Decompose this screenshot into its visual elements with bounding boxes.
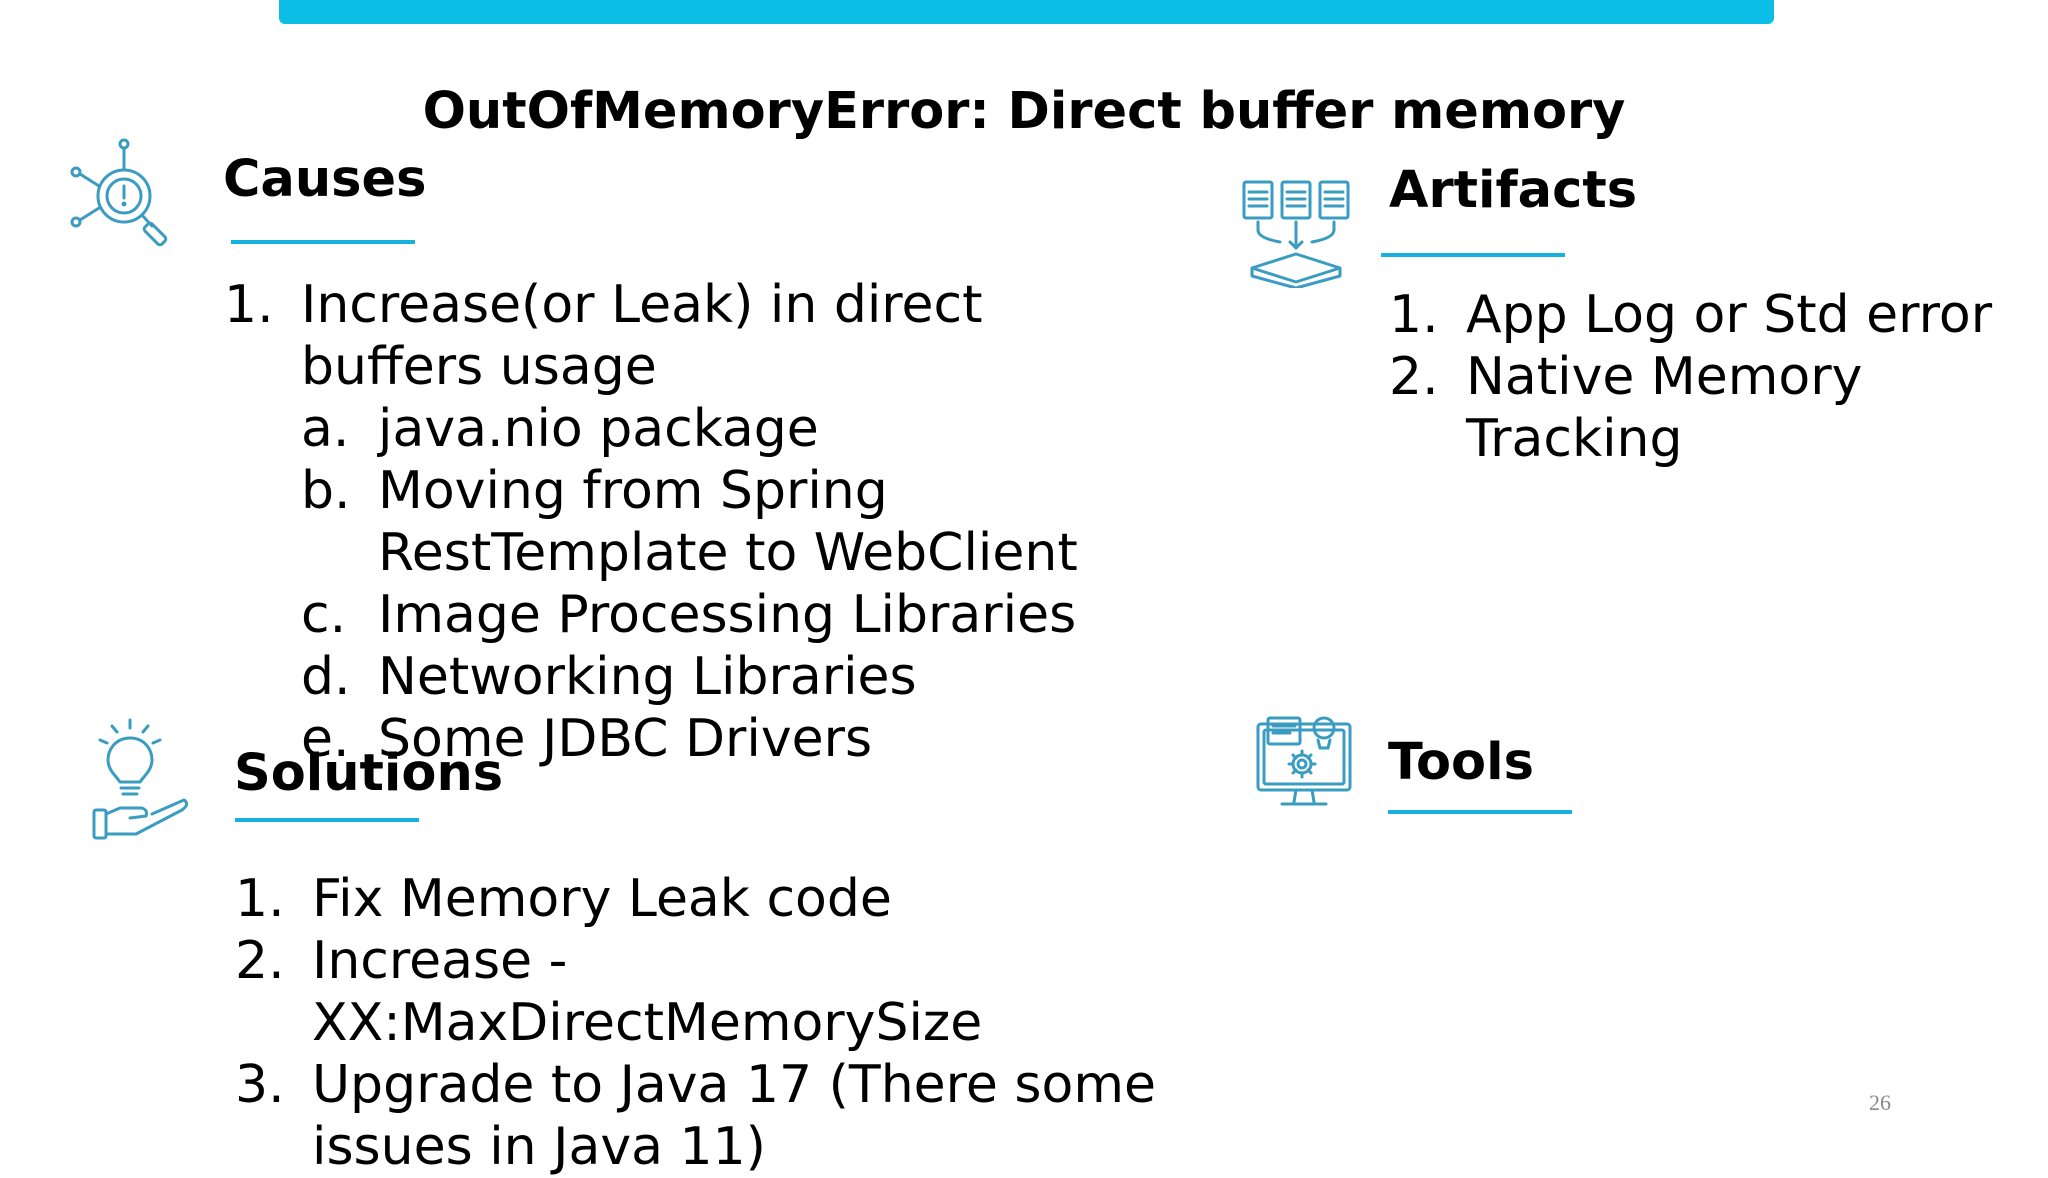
artifacts-list: 1. App Log or Std error 2. Native Memory… (1389, 284, 1992, 470)
list-item: 2. Increase - XX:MaxDirectMemorySize (235, 930, 1156, 1054)
magnifier-alert-icon (70, 136, 180, 252)
artifacts-heading: Artifacts (1389, 161, 1638, 220)
list-text: App Log or Std error (1466, 285, 1993, 345)
lightbulb-hand-icon (90, 718, 194, 846)
list-letter: a. (301, 399, 350, 459)
list-text: Increase - (312, 931, 568, 991)
list-text: XX:MaxDirectMemorySize (312, 993, 983, 1053)
list-text: Upgrade to Java 17 (There some (312, 1055, 1156, 1115)
list-number: 1. (1389, 285, 1439, 345)
list-number: 2. (235, 931, 285, 991)
list-number: 1. (235, 869, 285, 929)
page-number: 26 (1869, 1090, 1891, 1115)
list-item: 1. Increase(or Leak) in direct buffers u… (224, 274, 1078, 770)
list-letter: c. (301, 585, 347, 645)
causes-heading: Causes (223, 150, 427, 209)
list-text: Tracking (1466, 409, 1683, 469)
top-accent-bar (279, 0, 1774, 24)
causes-underline (231, 240, 415, 244)
list-text: Some JDBC Drivers (378, 709, 873, 769)
list-text: Networking Libraries (378, 647, 917, 707)
list-text: RestTemplate to WebClient (378, 523, 1078, 583)
solutions-heading: Solutions (234, 744, 504, 803)
list-number: 1. (224, 275, 274, 335)
monitor-settings-icon (1254, 714, 1354, 818)
tools-underline (1388, 810, 1572, 814)
artifacts-underline (1381, 253, 1565, 257)
list-item: 1. App Log or Std error (1389, 284, 1992, 346)
tools-heading: Tools (1388, 733, 1534, 792)
list-text: java.nio package (378, 399, 819, 459)
list-number: 2. (1389, 347, 1439, 407)
list-letter: d. (301, 647, 351, 707)
causes-sublist: a. java.nio package b. Moving from Sprin… (301, 398, 1078, 770)
documents-collect-icon (1240, 178, 1352, 292)
list-text: Native Memory (1466, 347, 1863, 407)
list-item: 3. Upgrade to Java 17 (There some issues… (235, 1054, 1156, 1178)
slide-title: OutOfMemoryError: Direct buffer memory (422, 82, 1626, 141)
list-text: issues in Java 11) (312, 1117, 766, 1177)
solutions-underline (235, 818, 419, 822)
list-text: Fix Memory Leak code (312, 869, 892, 929)
sub-list-item: a. java.nio package (301, 398, 1078, 460)
sub-list-item: d. Networking Libraries (301, 646, 1078, 708)
list-letter: b. (301, 461, 351, 521)
list-item: 2. Native Memory Tracking (1389, 346, 1992, 470)
sub-list-item: b. Moving from Spring RestTemplate to We… (301, 460, 1078, 584)
list-text: buffers usage (301, 337, 657, 397)
solutions-list: 1. Fix Memory Leak code 2. Increase - XX… (235, 868, 1156, 1178)
sub-list-item: e. Some JDBC Drivers (301, 708, 1078, 770)
list-number: 3. (235, 1055, 285, 1115)
list-text: Moving from Spring (378, 461, 888, 521)
sub-list-item: c. Image Processing Libraries (301, 584, 1078, 646)
causes-list: 1. Increase(or Leak) in direct buffers u… (224, 274, 1078, 770)
list-item: 1. Fix Memory Leak code (235, 868, 1156, 930)
list-letter: e. (301, 709, 350, 769)
list-text: Increase(or Leak) in direct (301, 275, 983, 335)
list-text: Image Processing Libraries (378, 585, 1077, 645)
